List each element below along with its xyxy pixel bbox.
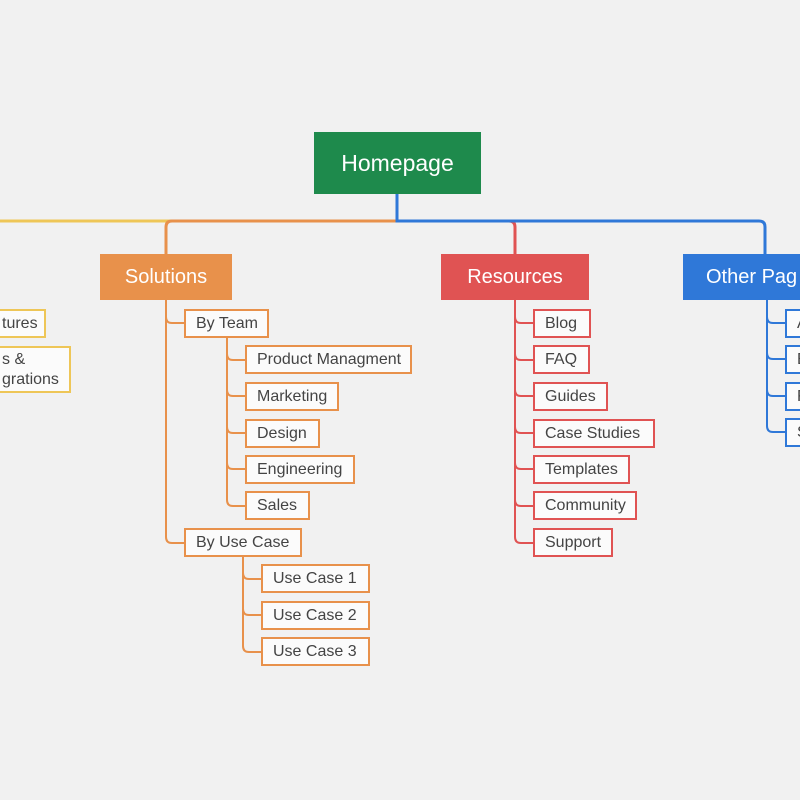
connector-root-resources bbox=[397, 219, 517, 254]
connector-byteam-trunk bbox=[226, 337, 246, 507]
resources-item-blog[interactable]: Blog bbox=[533, 309, 591, 338]
features-item-2-label: s & grations bbox=[2, 350, 59, 388]
features-item-2[interactable]: s & grations bbox=[0, 346, 71, 393]
resources-node[interactable]: Resources bbox=[441, 254, 589, 300]
resources-item-case-studies[interactable]: Case Studies bbox=[533, 419, 655, 448]
other-pages-node[interactable]: Other Pag bbox=[683, 254, 800, 300]
other-item-label: S bbox=[797, 424, 800, 442]
connector-root-solutions bbox=[164, 219, 397, 254]
connector-resources-6 bbox=[514, 499, 534, 507]
connector-other-trunk bbox=[766, 300, 786, 433]
connector-other-1 bbox=[766, 316, 786, 324]
resources-item-templates[interactable]: Templates bbox=[533, 455, 630, 484]
connector-byusecase-trunk bbox=[242, 556, 262, 653]
by-team-item-label: Sales bbox=[257, 496, 298, 514]
resources-item-label: Blog bbox=[545, 314, 578, 332]
connector-byteam-2 bbox=[226, 389, 246, 397]
connector-resources-1 bbox=[514, 316, 534, 324]
connector-root-other bbox=[395, 194, 767, 254]
other-item-label: F bbox=[797, 388, 800, 406]
resources-item-label: Community bbox=[545, 496, 626, 514]
connector-resources-2 bbox=[514, 353, 534, 361]
features-item-1[interactable]: tures bbox=[0, 309, 46, 338]
other-item-3[interactable]: F bbox=[785, 382, 800, 411]
by-use-case-item-label: Use Case 2 bbox=[273, 606, 357, 624]
connector-byteam-4 bbox=[226, 462, 246, 470]
by-team-item-engineering[interactable]: Engineering bbox=[245, 455, 355, 484]
resources-item-label: Support bbox=[545, 533, 602, 551]
other-item-2[interactable]: B bbox=[785, 345, 800, 374]
connector-resources-5 bbox=[514, 462, 534, 470]
resources-item-label: Guides bbox=[545, 387, 596, 405]
solutions-node[interactable]: Solutions bbox=[100, 254, 232, 300]
homepage-node[interactable]: Homepage bbox=[314, 132, 481, 194]
resources-item-community[interactable]: Community bbox=[533, 491, 637, 520]
by-team-item-label: Product Managment bbox=[257, 350, 402, 368]
by-team-item-sales[interactable]: Sales bbox=[245, 491, 310, 520]
other-item-label: A bbox=[797, 315, 800, 333]
by-use-case-item-label: Use Case 1 bbox=[273, 569, 357, 587]
resources-item-label: Case Studies bbox=[545, 424, 641, 442]
by-team-item-design[interactable]: Design bbox=[245, 419, 320, 448]
by-use-case-item-label: Use Case 3 bbox=[273, 642, 357, 660]
by-use-case-item-1[interactable]: Use Case 1 bbox=[261, 564, 370, 593]
other-item-4[interactable]: S bbox=[785, 418, 800, 447]
homepage-label: Homepage bbox=[341, 149, 454, 176]
other-item-label: B bbox=[797, 351, 800, 369]
connector-resources-trunk bbox=[514, 300, 534, 544]
by-team-item-label: Engineering bbox=[257, 460, 343, 478]
connector-resources-3 bbox=[514, 389, 534, 397]
connector-byteam-1 bbox=[226, 353, 246, 361]
other-pages-label: Other Pag bbox=[706, 265, 798, 288]
by-team-item-label: Marketing bbox=[257, 387, 328, 405]
by-team-item-product-management[interactable]: Product Managment bbox=[245, 345, 412, 374]
features-item-1-label: tures bbox=[2, 314, 38, 332]
by-team-item-label: Design bbox=[257, 424, 307, 442]
resources-item-faq[interactable]: FAQ bbox=[533, 345, 590, 374]
connector-solutions-byteam bbox=[165, 316, 185, 324]
other-item-1[interactable]: A bbox=[785, 309, 800, 338]
connector-solutions-trunk bbox=[165, 300, 185, 544]
connector-byusecase-2 bbox=[242, 608, 262, 616]
connector-resources-4 bbox=[514, 426, 534, 434]
resources-item-label: Templates bbox=[545, 460, 618, 478]
solutions-label: Solutions bbox=[124, 265, 208, 288]
resources-item-label: FAQ bbox=[545, 350, 578, 368]
connector-byteam-3 bbox=[226, 426, 246, 434]
by-use-case-node[interactable]: By Use Case bbox=[184, 528, 302, 557]
by-team-label: By Team bbox=[196, 314, 258, 332]
by-use-case-item-3[interactable]: Use Case 3 bbox=[261, 637, 370, 666]
connector-other-2 bbox=[766, 352, 786, 360]
by-use-case-item-2[interactable]: Use Case 2 bbox=[261, 601, 370, 630]
by-use-case-label: By Use Case bbox=[196, 533, 290, 551]
resources-label: Resources bbox=[467, 265, 563, 288]
connector-byusecase-1 bbox=[242, 572, 262, 580]
by-team-node[interactable]: By Team bbox=[184, 309, 269, 338]
by-team-item-marketing[interactable]: Marketing bbox=[245, 382, 339, 411]
resources-item-support[interactable]: Support bbox=[533, 528, 613, 557]
resources-item-guides[interactable]: Guides bbox=[533, 382, 608, 411]
connector-root-features bbox=[0, 194, 399, 223]
connector-other-3 bbox=[766, 389, 786, 397]
